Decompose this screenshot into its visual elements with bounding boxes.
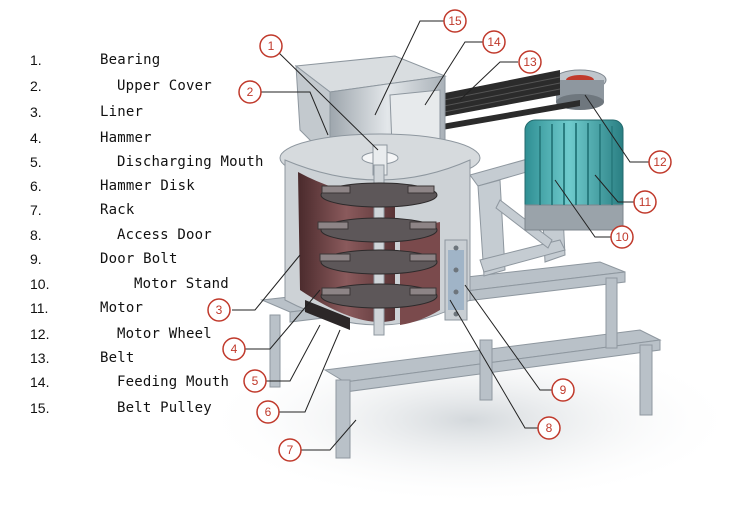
callout-number: 5 xyxy=(252,374,259,388)
callout-number: 4 xyxy=(231,342,238,356)
legend-label: Belt Pulley xyxy=(117,400,212,416)
callout-number: 12 xyxy=(653,155,667,169)
callout-number: 7 xyxy=(287,443,294,457)
callout-number: 6 xyxy=(265,405,272,419)
motor xyxy=(524,119,624,231)
legend-label: Bearing xyxy=(100,52,161,68)
legend-label: Upper Cover xyxy=(117,78,212,94)
legend-label: Belt xyxy=(100,350,135,366)
legend-label: Rack xyxy=(100,202,135,218)
legend-label: Hammer xyxy=(100,130,152,146)
callout-number: 15 xyxy=(448,14,462,28)
legend-number: 2. xyxy=(30,78,42,94)
callout-8 xyxy=(537,416,561,440)
callout-5 xyxy=(243,369,267,393)
callout-15 xyxy=(443,9,467,33)
callout-number: 8 xyxy=(546,421,553,435)
legend-label: Hammer Disk xyxy=(100,178,195,194)
legend-number: 10. xyxy=(30,276,50,292)
callout-6 xyxy=(256,400,280,424)
callout-number: 11 xyxy=(639,195,652,209)
callout-number: 9 xyxy=(560,383,567,397)
hammers xyxy=(317,185,437,296)
legend-number: 12. xyxy=(30,326,50,342)
legend-label: Liner xyxy=(100,104,144,120)
callout-number: 13 xyxy=(523,55,537,69)
legend-number: 14. xyxy=(30,374,50,390)
callout-12 xyxy=(648,150,672,174)
legend-number: 5. xyxy=(30,154,42,170)
callout-9 xyxy=(551,378,575,402)
callout-14 xyxy=(482,30,506,54)
callout-number: 3 xyxy=(216,303,223,317)
legend-label: Discharging Mouth xyxy=(117,154,264,170)
callout-number: 1 xyxy=(268,39,275,53)
legend-label: Door Bolt xyxy=(100,251,178,267)
parts-legend: 1. Bearing 2. Upper Cover 3. Liner 4. Ha… xyxy=(0,0,300,430)
legend-label: Motor Wheel xyxy=(117,326,212,342)
legend-number: 3. xyxy=(30,104,42,120)
legend-number: 6. xyxy=(30,178,42,194)
legend-label: Motor xyxy=(100,300,144,316)
legend-number: 7. xyxy=(30,202,42,218)
legend-number: 9. xyxy=(30,251,42,267)
leader-lines xyxy=(232,20,650,451)
legend-number: 13. xyxy=(30,350,50,366)
legend-number: 11. xyxy=(30,300,49,316)
legend-label: Feeding Mouth xyxy=(117,374,230,390)
callout-11 xyxy=(633,190,657,214)
legend-number: 8. xyxy=(30,227,42,243)
callout-4 xyxy=(222,337,246,361)
callout-7 xyxy=(278,438,302,462)
floor-shadow xyxy=(200,335,740,505)
access-door xyxy=(444,239,468,321)
callout-number: 14 xyxy=(487,35,501,49)
legend-label: Motor Stand xyxy=(134,276,229,292)
callout-1 xyxy=(259,34,283,58)
legend-number: 15. xyxy=(30,400,50,416)
legend-number: 4. xyxy=(30,130,42,146)
callouts xyxy=(207,9,672,462)
callout-number: 2 xyxy=(247,85,254,99)
legend-label: Access Door xyxy=(117,227,212,243)
discharging-mouth xyxy=(305,300,350,330)
callout-3 xyxy=(207,298,231,322)
callout-2 xyxy=(238,80,262,104)
legend-number: 1. xyxy=(30,52,42,68)
callout-13 xyxy=(518,50,542,74)
callout-number: 10 xyxy=(615,230,629,244)
callout-10 xyxy=(610,225,634,249)
